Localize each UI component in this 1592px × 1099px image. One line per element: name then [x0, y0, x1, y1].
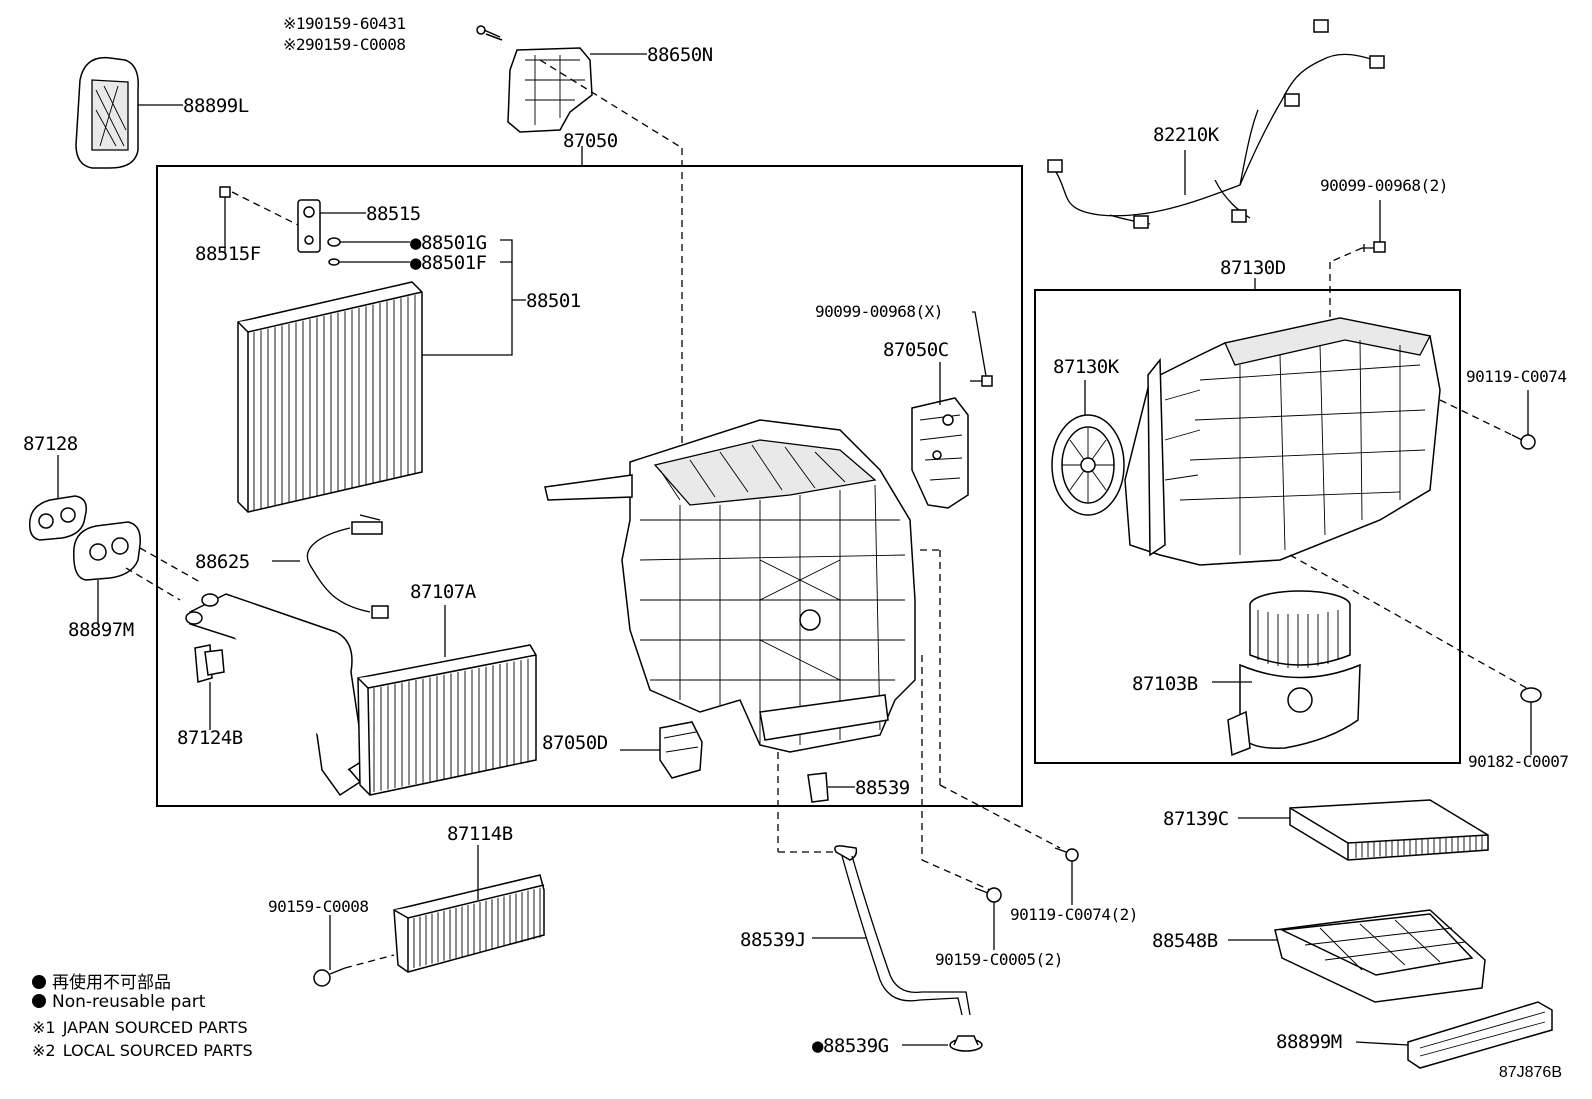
label-88501: 88501: [526, 290, 581, 312]
part-88501-evaporator: [237, 281, 423, 513]
label-90099-00968-2: 90099-00968(2): [1320, 176, 1448, 195]
label-87107a: 87107A: [410, 581, 477, 603]
part-88539j-drain-hose: [834, 845, 971, 1016]
part-90099-00968-screw: [1362, 241, 1386, 253]
label-87050: 87050: [563, 130, 618, 152]
drawing-code: 87J876B: [1498, 1064, 1562, 1081]
label-90159-c0008-top: ※290159-C0008: [283, 35, 406, 54]
part-88897m-plate: [73, 521, 141, 581]
label-82210k: 82210K: [1153, 124, 1220, 146]
assembly-box-87050: [156, 165, 1023, 807]
label-90119-c0074: 90119-C0074: [1466, 367, 1566, 386]
part-87139c-air-filter: [1289, 799, 1489, 861]
label-90099-00968-x: 90099-00968(X): [815, 302, 943, 321]
part-87114b-ptc-heater: [393, 874, 545, 973]
part-87050c-servo: [911, 397, 969, 509]
label-88548b: 88548B: [1152, 930, 1218, 952]
label-88539: 88539: [855, 777, 910, 799]
part-88515-expansion-valve: [219, 186, 321, 253]
part-88899l-panel: [75, 56, 139, 169]
label-88897m: 88897M: [68, 619, 134, 641]
part-82210k-wire-harness: [1047, 19, 1385, 229]
bullet-icon: [32, 994, 46, 1008]
part-88650n-bracket: [476, 25, 593, 133]
label-88899l: 88899L: [183, 95, 249, 117]
part-90182-c0007-cap: [1520, 687, 1542, 703]
part-87050-heater-case: [544, 419, 916, 753]
legend-local-sourced: ※2 LOCAL SOURCED PARTS: [32, 1041, 253, 1060]
label-87050d: 87050D: [542, 732, 608, 754]
label-87130d: 87130D: [1220, 257, 1286, 279]
part-90119-c0074-screw: [1511, 434, 1536, 450]
label-90182-c0007: 90182-C0007: [1468, 752, 1568, 771]
part-87128-grommet: [28, 495, 88, 541]
part-90159-c0008-screw: [313, 967, 346, 987]
part-87124b-clamp: [194, 644, 225, 683]
label-88539g: ●88539G: [812, 1035, 889, 1057]
label-88515f: 88515F: [195, 243, 261, 265]
part-87050d-actuator: [659, 721, 703, 779]
part-87103b-blower-motor: [1227, 590, 1361, 757]
part-88899m-cover: [1407, 1001, 1553, 1069]
label-87114b: 87114B: [447, 823, 513, 845]
part-88539-drain: [807, 772, 829, 803]
part-88539g-cap: [949, 1035, 983, 1052]
label-88650n: 88650N: [647, 44, 713, 66]
part-90099-00968-x-screw: [970, 375, 993, 387]
part-88501g-oring: [327, 237, 341, 247]
label-88539j: 88539J: [740, 929, 806, 951]
label-87050c: 87050C: [883, 339, 949, 361]
part-90159-c0005-2-screw: [974, 887, 1002, 903]
label-90159-c0008: 90159-C0008: [268, 897, 368, 916]
legend-japan-sourced: ※1 JAPAN SOURCED PARTS: [32, 1018, 248, 1037]
label-88501f: ●88501F: [410, 252, 487, 274]
label-87128: 87128: [23, 433, 78, 455]
label-88625: 88625: [195, 551, 250, 573]
label-90159-c0005-2: 90159-C0005(2): [935, 950, 1063, 969]
part-88625-sensor: [306, 514, 389, 619]
label-87139c: 87139C: [1163, 808, 1229, 830]
part-88548b-filter-case: [1274, 909, 1486, 1003]
label-88501g: ●88501G: [410, 232, 487, 254]
part-88501f-oring: [328, 258, 340, 266]
legend-nonreusable-en: Non-reusable part: [32, 992, 205, 1012]
part-87107a-heater-core: [185, 593, 537, 797]
label-90159-60431: ※190159-60431: [283, 14, 406, 33]
label-90119-c0074-2: 90119-C0074(2): [1010, 905, 1138, 924]
label-88515: 88515: [366, 203, 421, 225]
legend-nonreusable-jp: 再使用不可部品: [32, 968, 171, 993]
label-87103b: 87103B: [1132, 673, 1198, 695]
label-87124b: 87124B: [177, 727, 243, 749]
label-87130k: 87130K: [1053, 356, 1120, 378]
part-87130k-fan-shroud: [1051, 414, 1125, 516]
assembly-box-87130d: [1034, 289, 1461, 764]
part-90119-c0074-2-screw: [1054, 847, 1079, 862]
label-88899m: 88899M: [1276, 1031, 1342, 1053]
bullet-icon: [32, 975, 46, 989]
part-87130d-blower-case: [1124, 317, 1441, 566]
